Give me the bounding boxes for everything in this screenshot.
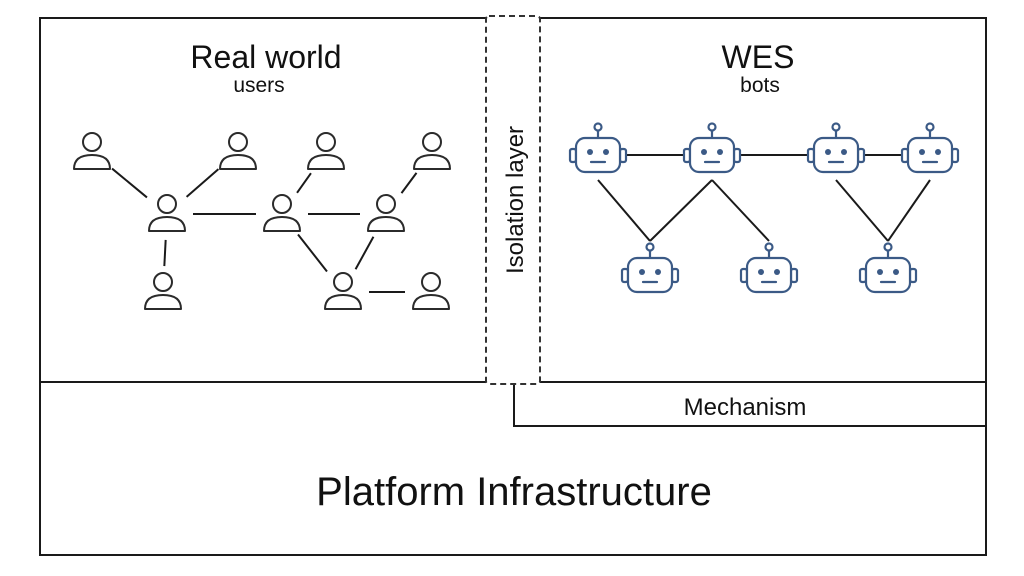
user-connection <box>185 168 220 198</box>
user-connection <box>163 239 167 267</box>
robot-icon <box>806 122 866 174</box>
user-icon <box>324 272 362 310</box>
mechanism-label: Mechanism <box>684 394 807 421</box>
user-connection <box>111 167 148 199</box>
real-world-title: Real world <box>190 39 341 75</box>
user-connection <box>354 236 375 270</box>
user-icon <box>367 194 405 232</box>
isolation-layer-label: Isolation layer <box>502 126 529 274</box>
user-network-edges <box>111 167 418 293</box>
user-icon <box>412 272 450 310</box>
robot-icon <box>858 242 918 294</box>
mechanism-box: Mechanism <box>513 382 986 427</box>
bot-connection <box>711 179 770 242</box>
user-icon <box>413 132 451 170</box>
bot-connection <box>835 179 889 242</box>
platform-infrastructure-label: Platform Infrastructure <box>316 470 712 514</box>
real-world-subtitle: users <box>233 74 284 97</box>
user-icon <box>219 132 257 170</box>
user-icon <box>263 194 301 232</box>
user-icon <box>144 272 182 310</box>
bot-connection <box>649 179 713 242</box>
robot-icon <box>682 122 742 174</box>
bot-connection <box>597 179 651 242</box>
bot-connection <box>887 179 931 242</box>
user-network <box>73 132 451 310</box>
wes-title: WES <box>722 39 795 75</box>
user-connection <box>297 233 328 273</box>
user-icon <box>307 132 345 170</box>
user-connection <box>296 172 312 194</box>
bot-network <box>568 122 960 294</box>
bot-network-edges <box>597 154 931 242</box>
wes-subtitle: bots <box>740 74 780 97</box>
user-icon <box>73 132 111 170</box>
robot-icon <box>739 242 799 294</box>
user-icon <box>148 194 186 232</box>
robot-icon <box>620 242 680 294</box>
user-connection <box>400 172 418 194</box>
robot-icon <box>900 122 960 174</box>
robot-icon <box>568 122 628 174</box>
isolation-layer: Isolation layer <box>485 15 541 385</box>
